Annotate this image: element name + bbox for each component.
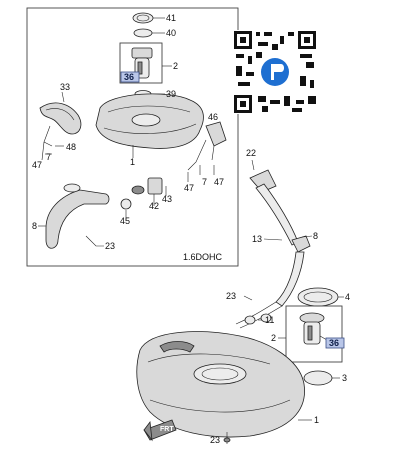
highlight-label-upper: 36 bbox=[124, 72, 134, 82]
callout-13: 13 bbox=[252, 234, 262, 244]
gasket-ring-part bbox=[133, 28, 153, 38]
callout-47: 47 bbox=[32, 160, 42, 170]
callout-4: 4 bbox=[345, 292, 350, 302]
callout-8: 8 bbox=[32, 221, 37, 231]
callout-7b: 7 bbox=[202, 177, 207, 187]
callout-7: 7 bbox=[46, 152, 51, 162]
callout-23c: 23 bbox=[210, 435, 220, 445]
qr-code-icon bbox=[233, 30, 317, 114]
highlight-chip-lower bbox=[325, 337, 345, 349]
callout-46: 46 bbox=[208, 112, 218, 122]
callout-42: 42 bbox=[149, 201, 159, 211]
callout-43: 43 bbox=[162, 194, 172, 204]
callout-39: 39 bbox=[166, 89, 176, 99]
callout-40: 40 bbox=[166, 28, 176, 38]
callout-3: 3 bbox=[342, 373, 347, 383]
inner-pump-frame bbox=[119, 42, 163, 84]
clamp-part bbox=[120, 198, 132, 210]
callout-2b: 2 bbox=[271, 333, 276, 343]
callout-23: 23 bbox=[105, 241, 115, 251]
lower-pump-frame bbox=[285, 305, 343, 363]
engine-variant-label: 1.6DOHC bbox=[183, 252, 223, 262]
fuel-pump-module-lower bbox=[299, 312, 335, 345]
front-arrow-icon bbox=[143, 419, 177, 442]
filler-pipe-lower bbox=[235, 169, 311, 329]
callout-47c: 47 bbox=[184, 183, 194, 193]
hose-clamp-part bbox=[244, 313, 272, 325]
inset-frame bbox=[26, 7, 239, 267]
fuel-tank-lower bbox=[136, 331, 305, 438]
highlight-chip-upper bbox=[120, 71, 140, 83]
callout-48: 48 bbox=[66, 142, 76, 152]
tank-gasket-ring-part bbox=[303, 370, 333, 386]
callout-47b: 47 bbox=[214, 177, 224, 187]
seal-ring-part bbox=[132, 12, 154, 24]
front-direction-label: FRT bbox=[160, 426, 174, 433]
filler-pipe-upper bbox=[45, 183, 110, 249]
callout-2: 2 bbox=[173, 61, 178, 71]
highlight-label-lower: 36 bbox=[329, 338, 339, 348]
callout-11: 11 bbox=[265, 315, 274, 325]
callout-22: 22 bbox=[246, 148, 256, 158]
callout-1b: 1 bbox=[314, 415, 319, 425]
callout-41: 41 bbox=[166, 13, 176, 23]
callout-33: 33 bbox=[60, 82, 70, 92]
callout-8b: 8 bbox=[313, 231, 318, 241]
fuel-tank-upper bbox=[95, 93, 204, 149]
callout-1: 1 bbox=[130, 157, 135, 167]
callout-45: 45 bbox=[120, 216, 130, 226]
callout-23b: 23 bbox=[226, 291, 236, 301]
valve-part bbox=[131, 177, 163, 206]
filler-hose-part bbox=[39, 102, 82, 135]
